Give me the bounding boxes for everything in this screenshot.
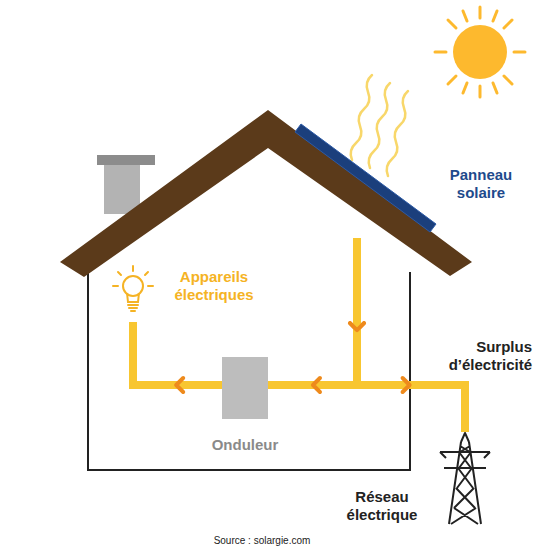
- power-connector: [350, 238, 465, 432]
- source-note: Source : solargie.com: [150, 535, 374, 547]
- power-grid-outline: [440, 432, 490, 524]
- edge-label: Surplus d’électricité: [398, 338, 532, 374]
- flow-arrowhead: [403, 378, 410, 392]
- power-line: [357, 238, 465, 432]
- flow-arrowhead: [313, 378, 320, 392]
- inverter-box: [222, 357, 268, 419]
- roof: [60, 110, 472, 277]
- appliances-label: Appareils électriques: [158, 268, 270, 304]
- solar-panel: Panneau solaire: [285, 120, 530, 238]
- power-line: [268, 238, 357, 385]
- power-connector: [268, 238, 364, 392]
- pylon-symbol: [440, 433, 490, 524]
- panel-label: Panneau solaire: [435, 166, 527, 202]
- sun-rays: [435, 7, 525, 97]
- power-grid: Réseau électrique: [440, 432, 490, 524]
- bulb-neck: [127, 293, 139, 302]
- flow-arrowhead: [176, 378, 183, 392]
- bulb-base: [128, 305, 138, 311]
- sun: [435, 7, 525, 97]
- bulb-glass: [123, 276, 143, 296]
- appliances: Appareils électriques: [112, 262, 292, 322]
- inverter-outline: [222, 357, 268, 419]
- flow-arrowhead: [350, 323, 364, 330]
- panel-shape: [295, 124, 436, 232]
- power-connector: [133, 322, 222, 392]
- power-line: [133, 322, 222, 385]
- grid-label: Réseau électrique: [332, 488, 432, 524]
- inverter: Onduleur: [222, 357, 268, 419]
- sun-disc: [453, 25, 507, 79]
- heat-waves: [351, 75, 408, 176]
- inverter-label: Onduleur: [192, 436, 298, 454]
- bulb-rays: [113, 266, 153, 286]
- chimney-cap: [97, 155, 155, 165]
- chimney-body: [104, 162, 140, 214]
